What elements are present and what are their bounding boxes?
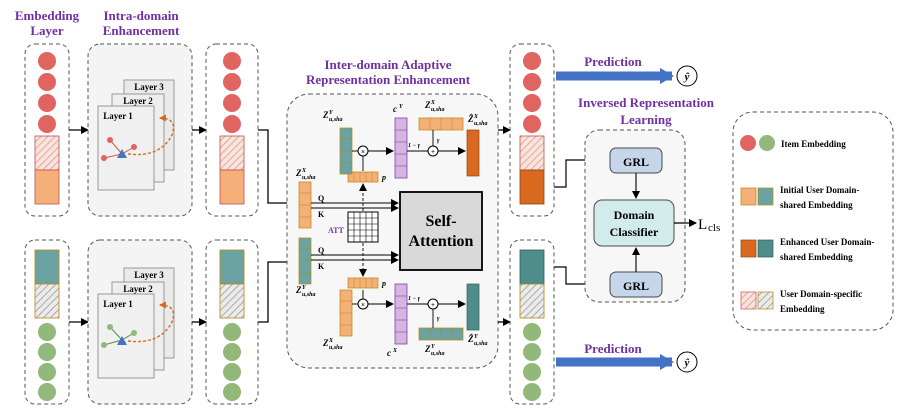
inversed-representation-block: GRL GRL Domain Classifier — [584, 129, 686, 303]
svg-text:p: p — [381, 279, 386, 288]
self-attention-box — [399, 191, 483, 271]
svg-text:Item Embedding: Item Embedding — [781, 139, 846, 149]
svg-text:1 − γ: 1 − γ — [408, 296, 421, 302]
svg-text:Domain: Domain — [614, 208, 655, 222]
svg-text:GRL: GRL — [623, 279, 649, 293]
embedding-layer-title-2: Layer — [30, 23, 63, 38]
svg-text:Ẑ: Ẑ — [467, 334, 474, 344]
svg-text:Classifier: Classifier — [610, 225, 659, 239]
svg-text:u,sha: u,sha — [302, 292, 316, 298]
y-hat-bottom — [676, 351, 698, 373]
svg-text:γ: γ — [437, 138, 440, 144]
loss-cls: L — [698, 217, 707, 233]
svg-text:Y: Y — [399, 104, 404, 110]
intra-domain-bottom: Layer 3 Layer 2 Layer 1 — [87, 239, 193, 405]
svg-text:×: × — [361, 148, 365, 156]
svg-text:+: + — [431, 301, 435, 309]
svg-text:Layer 3: Layer 3 — [134, 270, 164, 280]
svg-text:1 − γ: 1 − γ — [408, 143, 421, 149]
svg-text:cls: cls — [708, 222, 720, 234]
inversed-title-2: Learning — [620, 112, 672, 127]
svg-text:ŷ: ŷ — [683, 71, 690, 83]
legend-initial-swatch — [740, 187, 757, 206]
prediction-label-top: Prediction — [584, 54, 642, 69]
svg-text:u,sha: u,sha — [474, 121, 488, 127]
svg-text:X: X — [430, 100, 436, 106]
svg-text:Z: Z — [295, 168, 302, 178]
svg-text:Y: Y — [431, 344, 436, 350]
svg-text:Z: Z — [322, 110, 329, 120]
svg-text:u,sha: u,sha — [329, 117, 343, 123]
output-embedding-top — [509, 43, 555, 217]
svg-text:X: X — [328, 338, 334, 344]
intra-domain-top: Layer 3 Layer 2 Layer 1 — [87, 43, 193, 217]
legend-item-green-swatch — [759, 135, 775, 151]
svg-text:K: K — [318, 262, 325, 271]
intra-domain-title-2: Enhancement — [103, 23, 180, 38]
svg-text:Z: Z — [295, 285, 302, 295]
svg-text:Layer 2: Layer 2 — [123, 284, 153, 294]
embedding-layer-bottom — [24, 239, 70, 405]
svg-text:u,sha: u,sha — [431, 351, 445, 357]
svg-text:Self-: Self- — [425, 213, 456, 230]
legend: Item Embedding Initial User Domain- shar… — [732, 111, 894, 331]
legend-item-red-swatch — [740, 135, 756, 151]
svg-text:Q: Q — [318, 246, 324, 255]
svg-text:Embedding: Embedding — [780, 304, 825, 314]
svg-text:Layer 3: Layer 3 — [134, 82, 164, 92]
svg-text:Q: Q — [318, 194, 324, 203]
svg-text:User Domain-specific: User Domain-specific — [780, 289, 862, 299]
svg-text:γ: γ — [437, 316, 440, 322]
inter-domain-title: Inter-domain Adaptive — [325, 57, 452, 72]
svg-text:X: X — [392, 348, 398, 354]
svg-text:K: K — [318, 210, 325, 219]
intra-domain-title: Intra-domain — [103, 8, 179, 23]
svg-text:Z: Z — [424, 344, 431, 354]
embedding-layer-title: Embedding — [15, 8, 80, 23]
att-grid — [347, 211, 379, 243]
inversed-title: Inversed Representation — [578, 95, 715, 110]
svg-text:u,sha: u,sha — [431, 107, 445, 113]
svg-text:+: + — [431, 148, 435, 156]
svg-text:Z: Z — [322, 338, 329, 348]
svg-text:shared Embedding: shared Embedding — [780, 200, 853, 210]
embedding-layer-top — [24, 43, 70, 217]
svg-text:Layer 1: Layer 1 — [103, 299, 133, 309]
prediction-label-bottom: Prediction — [584, 341, 642, 356]
svg-text:Y: Y — [329, 110, 334, 116]
domain-classifier — [593, 199, 675, 247]
svg-text:c: c — [387, 348, 391, 358]
output-embedding-bottom — [509, 239, 555, 405]
svg-text:Layer 1: Layer 1 — [103, 111, 133, 121]
enhanced-embedding-bottom — [205, 239, 259, 405]
y-hat-top — [676, 65, 698, 87]
svg-text:u,sha: u,sha — [329, 345, 343, 351]
svg-text:ŷ: ŷ — [683, 357, 690, 369]
svg-text:p: p — [381, 173, 386, 182]
svg-text:Initial User Domain-: Initial User Domain- — [780, 185, 859, 195]
svg-text:X: X — [473, 114, 479, 120]
enhanced-embedding-top — [205, 43, 259, 217]
svg-text:GRL: GRL — [623, 155, 649, 169]
svg-text:Y: Y — [302, 285, 307, 291]
inter-domain-block: Z X u,sha Z Y u,sha Q K Q K A — [286, 93, 499, 369]
svg-text:Y: Y — [474, 334, 479, 340]
svg-text:c: c — [393, 104, 397, 114]
svg-text:X: X — [301, 168, 307, 174]
svg-text:u,sha: u,sha — [474, 341, 488, 347]
legend-specific-swatch — [740, 291, 757, 310]
svg-text:ATT: ATT — [328, 226, 345, 235]
svg-text:Layer 2: Layer 2 — [123, 96, 153, 106]
svg-text:Enhanced User Domain-: Enhanced User Domain- — [780, 237, 874, 247]
inter-domain-title-2: Representation Enhancement — [306, 72, 471, 87]
svg-text:Attention: Attention — [409, 233, 474, 250]
svg-text:shared Embedding: shared Embedding — [780, 252, 853, 262]
svg-text:u,sha: u,sha — [302, 175, 316, 181]
legend-enhanced-swatch — [740, 239, 757, 258]
svg-text:×: × — [361, 301, 365, 309]
svg-text:Ẑ: Ẑ — [467, 114, 474, 124]
svg-text:Z: Z — [424, 100, 431, 110]
